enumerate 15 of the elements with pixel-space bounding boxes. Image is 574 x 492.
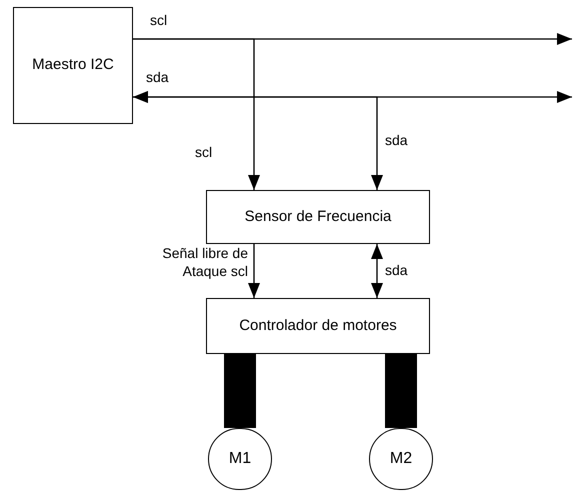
block-box: Controlador de motores [206,298,430,354]
block-box: Maestro I2C [13,7,133,124]
arrow [248,244,260,298]
arrow [133,91,383,190]
motor-cable [224,354,256,428]
edge-label: sda [385,262,408,280]
block-box: Sensor de Frecuencia [206,190,430,244]
edge-label: Señal libre de Ataque scl [161,245,248,280]
arrow [371,244,383,298]
arrow [133,38,260,190]
edge-label: sda [385,132,408,150]
motor-cable [385,354,417,428]
edge-label: scl [195,144,212,162]
edge-label: sda [146,69,169,86]
edge-label: scl [150,12,168,30]
